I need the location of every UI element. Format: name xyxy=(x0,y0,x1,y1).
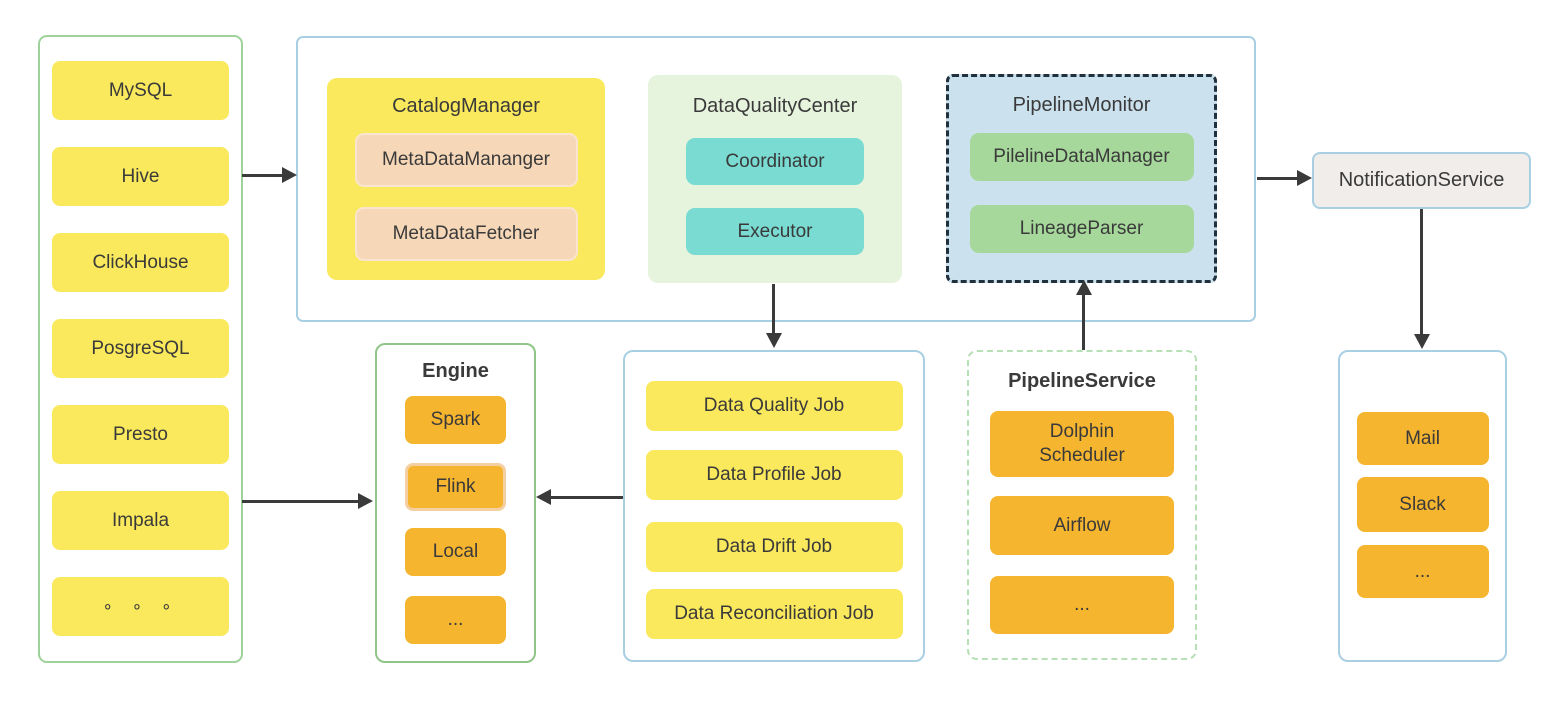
source-impala: Impala xyxy=(52,491,229,550)
executor-node: Executor xyxy=(686,208,864,255)
dolphin-scheduler-node: Dolphin Scheduler xyxy=(990,411,1174,477)
coordinator-node: Coordinator xyxy=(686,138,864,185)
jobs-container: Data Quality Job Data Profile Job Data D… xyxy=(623,350,925,662)
pipeline-service-container: PipelineService Dolphin Scheduler Airflo… xyxy=(967,350,1197,660)
metadata-fetcher-node: MetaDataFetcher xyxy=(354,207,578,261)
source-presto: Presto xyxy=(52,405,229,464)
arrow-sources-to-engine-line xyxy=(242,500,360,503)
arrow-jobs-to-engine-line xyxy=(549,496,623,499)
arrow-sources-to-platform-line xyxy=(242,174,284,177)
engine-title: Engine xyxy=(422,360,489,382)
arrow-sources-to-platform-head xyxy=(282,167,297,183)
pipeline-monitor-title: PipelineMonitor xyxy=(1012,94,1151,116)
arrow-sources-to-engine-head xyxy=(358,493,373,509)
source-clickhouse: ClickHouse xyxy=(52,233,229,292)
data-profile-job-node: Data Profile Job xyxy=(645,450,903,500)
arrow-pipelineservice-to-monitor-line xyxy=(1082,293,1085,350)
mail-node: Mail xyxy=(1356,412,1489,465)
arrow-notification-to-channels-line xyxy=(1420,209,1423,336)
notification-service-node: NotificationService xyxy=(1312,152,1531,209)
pipeline-monitor-group: PipelineMonitor PilelineDataManager Line… xyxy=(946,74,1217,283)
pipeline-data-manager-node: PilelineDataManager xyxy=(969,133,1194,181)
lineage-parser-node: LineageParser xyxy=(969,205,1194,253)
data-reconciliation-job-node: Data Reconciliation Job xyxy=(645,589,903,639)
source-posgresql: PosgreSQL xyxy=(52,319,229,378)
engine-local-node: Local xyxy=(405,528,506,576)
source-mysql: MySQL xyxy=(52,61,229,120)
notification-more-node: ... xyxy=(1356,545,1489,598)
data-quality-center-group: DataQualityCenter Coordinator Executor xyxy=(648,75,902,283)
engine-flink-node: Flink xyxy=(405,463,506,511)
airflow-node: Airflow xyxy=(990,496,1174,555)
data-quality-center-title: DataQualityCenter xyxy=(692,95,858,117)
arrow-platform-to-notification-head xyxy=(1297,170,1312,186)
engine-spark-node: Spark xyxy=(405,396,506,444)
data-sources-container: MySQL Hive ClickHouse PosgreSQL Presto I… xyxy=(38,35,243,663)
arrow-quality-to-jobs-head xyxy=(766,333,782,348)
pipeline-service-title: PipelineService xyxy=(1008,370,1156,392)
arrow-pipelineservice-to-monitor-head xyxy=(1076,280,1092,295)
notification-channels-container: Mail Slack ... xyxy=(1338,350,1507,662)
arrow-platform-to-notification-line xyxy=(1257,177,1299,180)
source-more: ∘ ∘ ∘ xyxy=(52,577,229,636)
metadata-manager-node: MetaDataMananger xyxy=(354,133,578,187)
pipeline-service-more-node: ... xyxy=(990,576,1174,634)
catalog-manager-title: CatalogManager xyxy=(392,95,540,117)
engine-container: Engine Spark Flink Local ... xyxy=(375,343,536,663)
arrow-jobs-to-engine-head xyxy=(536,489,551,505)
arrow-notification-to-channels-head xyxy=(1414,334,1430,349)
data-quality-job-node: Data Quality Job xyxy=(645,381,903,431)
catalog-manager-group: CatalogManager MetaDataMananger MetaData… xyxy=(327,78,605,280)
data-drift-job-node: Data Drift Job xyxy=(645,522,903,572)
source-hive: Hive xyxy=(52,147,229,206)
engine-more-node: ... xyxy=(405,596,506,644)
slack-node: Slack xyxy=(1356,477,1489,532)
arrow-quality-to-jobs-line xyxy=(772,284,775,335)
